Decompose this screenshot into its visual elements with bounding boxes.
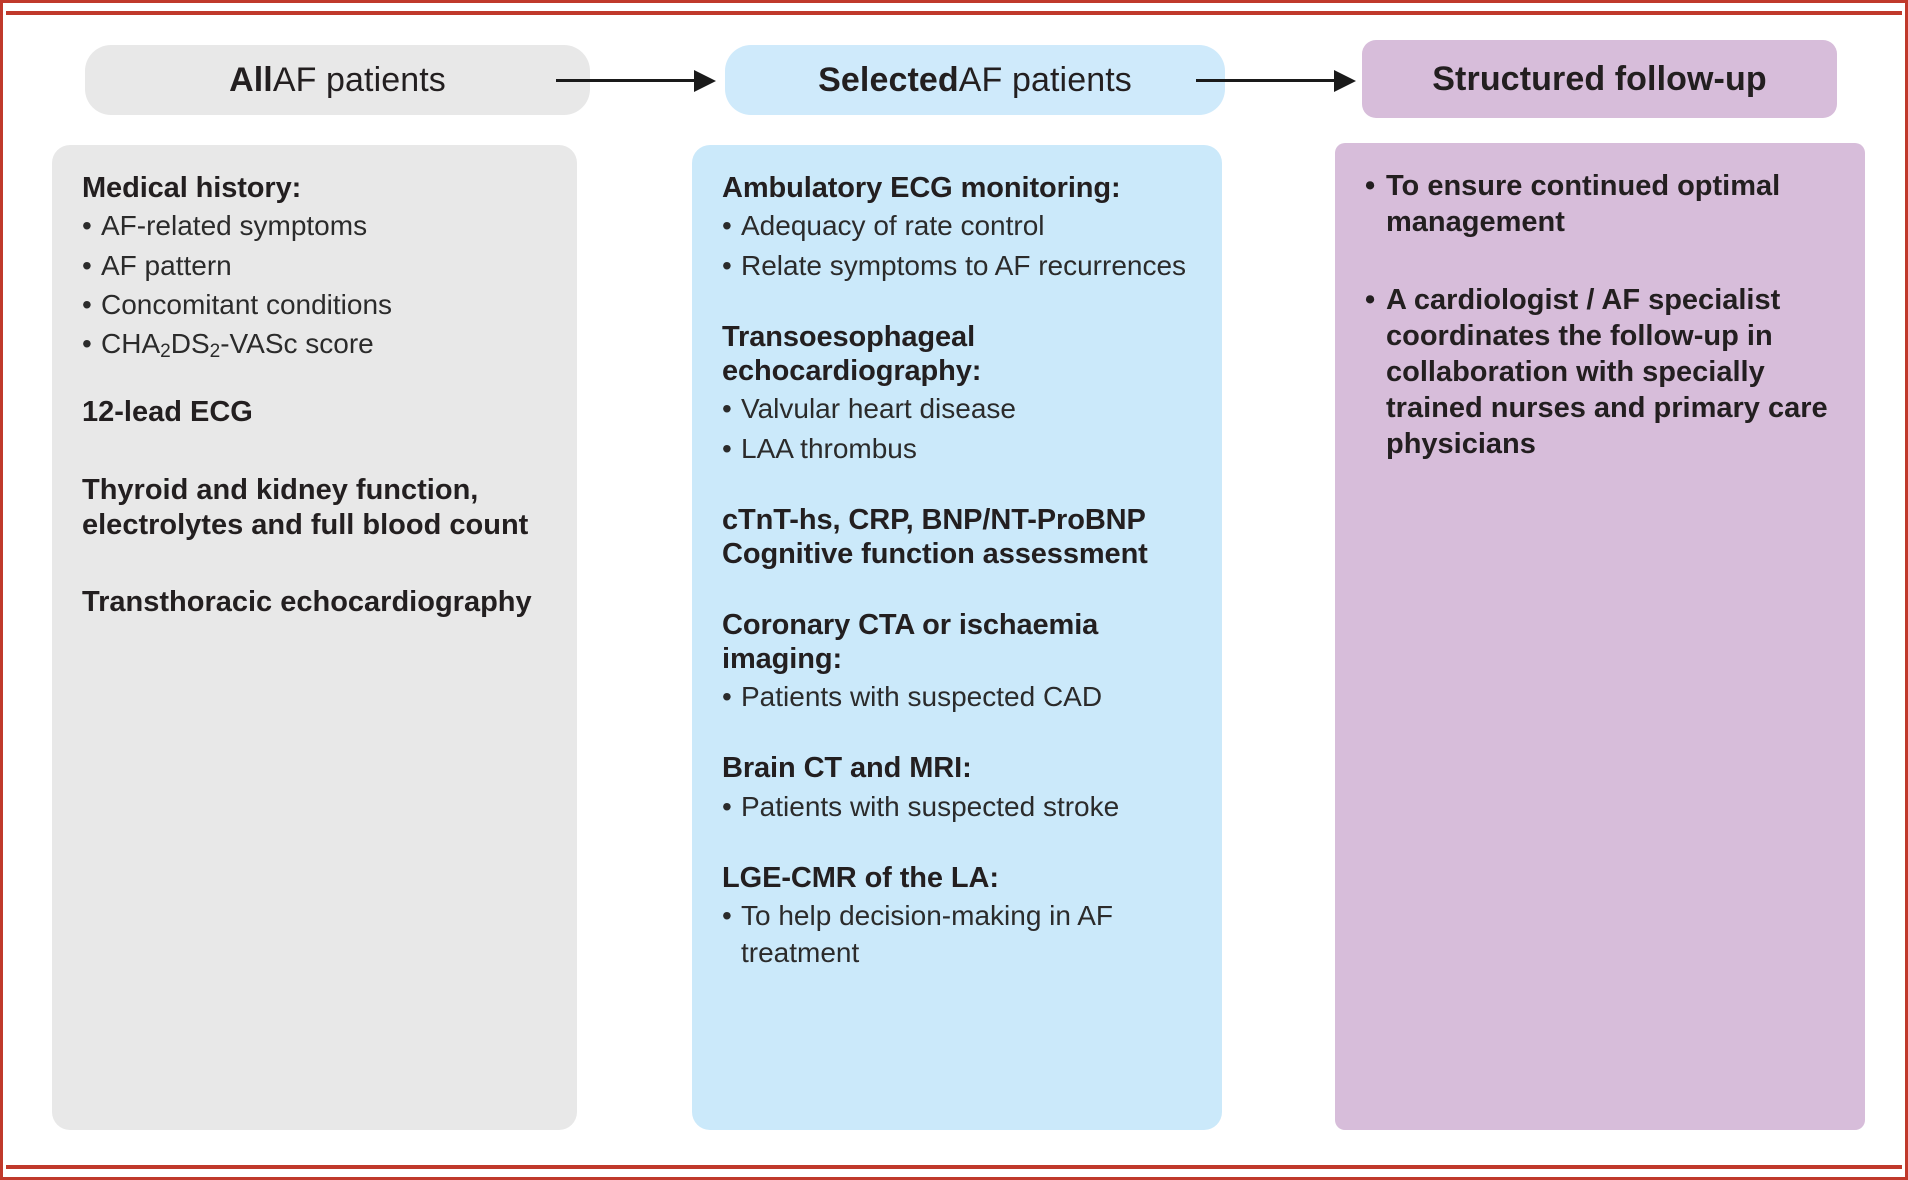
arrow-head — [694, 70, 716, 92]
bullet-glyph: • — [722, 790, 732, 822]
list-item-label: A cardiologist / AF specialist coordinat… — [1386, 283, 1828, 460]
list-item-label: LAA thrombus — [741, 432, 917, 464]
bullet-glyph: • — [722, 432, 732, 464]
group-lge-cmr-la: LGE-CMR of the LA: • To help decision-ma… — [722, 861, 1192, 971]
header-all-lead: All — [229, 60, 273, 99]
list-item: • Relate symptoms to AF recurrences — [722, 248, 1192, 284]
header-structured-lead: Structured follow-up — [1432, 59, 1767, 98]
bullet-glyph: • — [82, 249, 92, 281]
list-item-label: Patients with suspected CAD — [741, 681, 1103, 713]
group-heading: LGE-CMR of the LA: — [722, 862, 999, 895]
arrow-right-icon-1 — [556, 68, 716, 92]
list-item: • Patients with suspected stroke — [722, 789, 1192, 825]
group-heading: cTnT-hs, CRP, BNP/NT-ProBNP Cognitive fu… — [722, 504, 1148, 571]
arrow-shaft — [556, 79, 696, 82]
group-heading: Transthoracic echocardiography — [82, 586, 532, 619]
list-item-label: Adequacy of rate control — [741, 210, 1045, 242]
bullet-glyph: • — [722, 249, 732, 281]
list-item-label: Valvular heart disease — [741, 393, 1016, 425]
group-thyroid-kidney-labs: Thyroid and kidney function, electrolyte… — [82, 473, 547, 544]
group-heading: Coronary CTA or ischaemia imaging: — [722, 608, 1099, 675]
list-item: • Valvular heart disease — [722, 391, 1192, 427]
bullet-glyph: • — [722, 210, 732, 242]
bullet-glyph: • — [82, 289, 92, 320]
list-item: • AF-related symptoms — [82, 208, 547, 244]
list-item: • Adequacy of rate control — [722, 208, 1192, 244]
list-item-label: AF-related symptoms — [101, 210, 368, 242]
list-item-label: AF pattern — [101, 249, 232, 281]
list-item: • AF pattern — [82, 248, 547, 284]
list-item-label: Concomitant conditions — [101, 289, 393, 320]
group-heading: 12-lead ECG — [82, 396, 253, 429]
list-item-label: To help decision-making in AF treatment — [741, 900, 1113, 968]
header-selected-rest: AF patients — [958, 60, 1132, 99]
panel-all-af-patients: Medical history: • AF-related symptoms •… — [52, 145, 577, 1130]
header-pill-structured-follow-up: Structured follow-up — [1362, 40, 1837, 118]
header-pill-all-af-patients: All AF patients — [85, 45, 590, 115]
bullet-glyph: • — [82, 328, 92, 360]
list-item-label: Relate symptoms to AF recurrences — [741, 249, 1187, 281]
group-heading: Medical history: — [82, 172, 302, 204]
bullet-glyph: • — [722, 681, 732, 713]
panel-selected-af-patients: Ambulatory ECG monitoring: • Adequacy of… — [692, 145, 1222, 1130]
header-all-rest: AF patients — [272, 60, 446, 99]
list-item: • To ensure continued optimal management — [1365, 169, 1835, 241]
group-heading: Thyroid and kidney function, electrolyte… — [82, 473, 529, 542]
group-transthoracic-echo: Transthoracic echocardiography — [82, 585, 547, 620]
list-item-cha2ds2-vasc: • CHA2DS2-VASc score — [82, 326, 547, 365]
panel-structured-follow-up: • To ensure continued optimal management… — [1335, 143, 1865, 1130]
list-item-label: CHA2DS2-VASc score — [101, 328, 374, 363]
list-item: • A cardiologist / AF specialist coordin… — [1365, 283, 1835, 463]
group-brain-ct-mri: Brain CT and MRI: • Patients with suspec… — [722, 751, 1192, 825]
group-biomarkers-cognitive: cTnT-hs, CRP, BNP/NT-ProBNP Cognitive fu… — [722, 503, 1192, 571]
group-heading: Brain CT and MRI: — [722, 752, 972, 785]
bullet-glyph: • — [722, 900, 732, 932]
bullet-glyph: • — [722, 393, 732, 425]
list-item: • Patients with suspected CAD — [722, 679, 1192, 715]
arrow-shaft — [1196, 79, 1336, 82]
list-item: • To help decision-making in AF treatmen… — [722, 898, 1192, 971]
arrow-right-icon-2 — [1196, 68, 1356, 92]
bullet-glyph: • — [1365, 170, 1376, 202]
list-item: • LAA thrombus — [722, 431, 1192, 467]
list-item: • Concomitant conditions — [82, 287, 547, 323]
group-12-lead-ecg: 12-lead ECG — [82, 395, 547, 430]
header-selected-lead: Selected — [818, 60, 959, 99]
group-coronary-cta: Coronary CTA or ischaemia imaging: • Pat… — [722, 608, 1192, 716]
group-heading: Ambulatory ECG monitoring: — [722, 172, 1121, 204]
list-item-label: Patients with suspected stroke — [741, 790, 1120, 822]
group-medical-history: Medical history: • AF-related symptoms •… — [82, 171, 547, 365]
group-heading: Transoesophageal echocardiography: — [722, 321, 982, 388]
header-pill-selected-af-patients: Selected AF patients — [725, 45, 1225, 115]
arrow-head — [1334, 70, 1356, 92]
bullet-glyph: • — [82, 210, 92, 242]
group-ambulatory-ecg-monitoring: Ambulatory ECG monitoring: • Adequacy of… — [722, 171, 1192, 284]
bullet-glyph: • — [1365, 283, 1376, 316]
group-transoesophageal-echo: Transoesophageal echocardiography: • Val… — [722, 320, 1192, 467]
list-item-label: To ensure continued optimal management — [1386, 170, 1781, 238]
